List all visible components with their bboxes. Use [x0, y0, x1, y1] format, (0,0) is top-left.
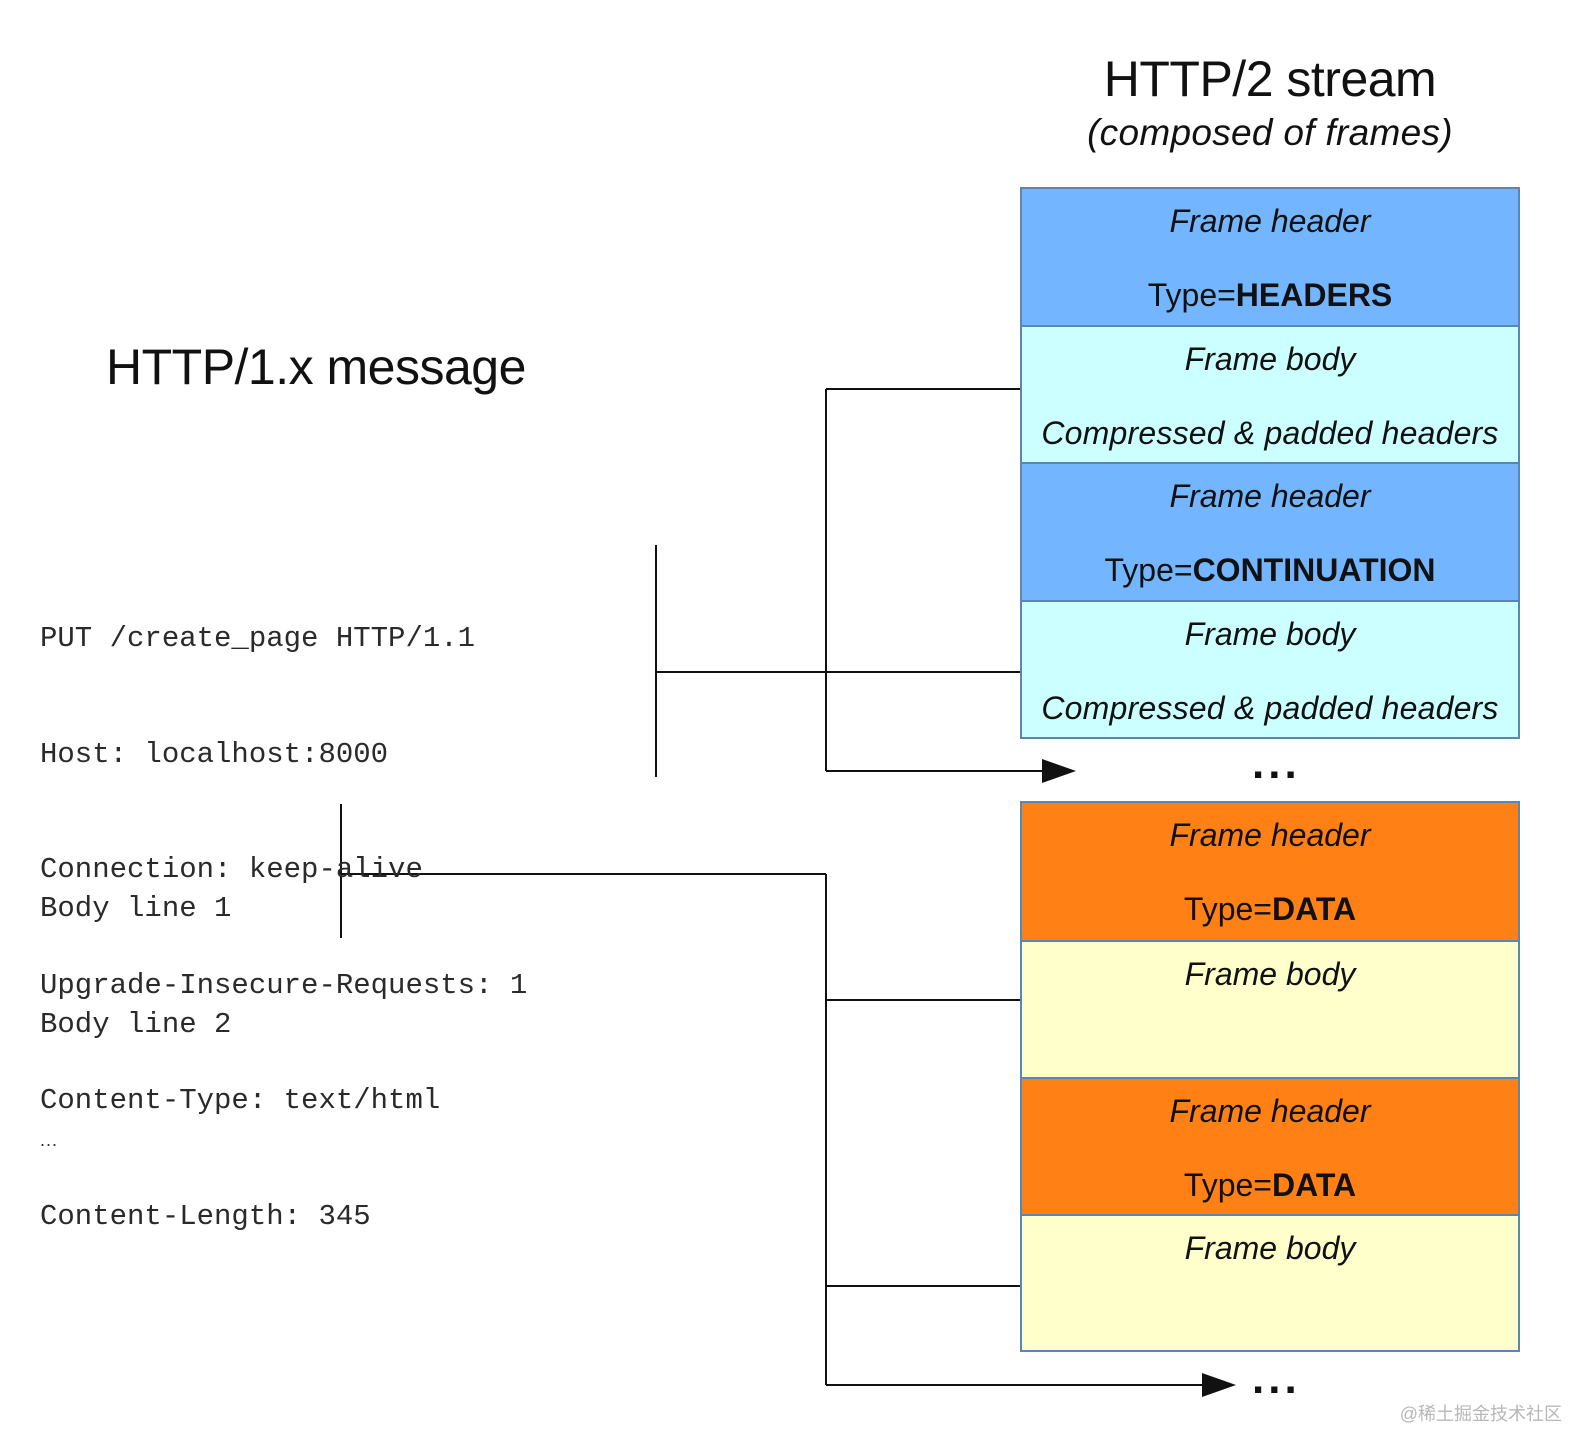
frame-type: Type=DATA	[1183, 891, 1357, 927]
body-line: Body line 1	[40, 892, 232, 925]
watermark: @稀土掘金技术社区	[1399, 1404, 1562, 1424]
header-line: Content-Length: 345	[40, 1199, 371, 1233]
more-data-frames-ellipsis: ...	[1252, 1354, 1301, 1403]
frame-label: Frame header	[1169, 817, 1371, 853]
frame-headers-header: Frame header Type=HEADERS	[1020, 187, 1520, 325]
header-line: Content-Type: text/html	[40, 1084, 441, 1117]
more-header-frames-ellipsis: ...	[1252, 739, 1301, 788]
http2-subtitle: (composed of frames)	[1087, 112, 1453, 153]
frame-data-header-2: Frame header Type=DATA	[1020, 1077, 1520, 1214]
frame-label: Frame header	[1169, 1093, 1371, 1129]
frame-body-content: Compressed & padded headers	[1041, 690, 1499, 726]
header-line: Host: localhost:8000	[40, 737, 389, 771]
header-line: PUT /create_page HTTP/1.1	[40, 622, 476, 655]
frame-body-content: Compressed & padded headers	[1041, 415, 1499, 451]
frame-type-value: CONTINUATION	[1192, 552, 1436, 588]
body-ellipsis: ...	[40, 1130, 59, 1150]
http2-title: HTTP/2 stream	[1103, 51, 1437, 107]
frame-headers-body: Frame body Compressed & padded headers	[1020, 325, 1520, 462]
frame-continuation-body: Frame body Compressed & padded headers	[1020, 600, 1520, 739]
header-line: Upgrade-Insecure-Requests: 1	[40, 968, 528, 1002]
frame-label: Frame body	[1184, 1230, 1356, 1266]
header-line: Connection: keep-alive	[40, 853, 423, 886]
frame-label: Frame body	[1184, 341, 1356, 377]
frame-type-value: DATA	[1271, 1167, 1357, 1203]
frame-data-body-2: Frame body	[1020, 1214, 1520, 1352]
frame-type-value: DATA	[1271, 891, 1357, 927]
frame-data-body-1: Frame body	[1020, 940, 1520, 1077]
http1-title: HTTP/1.x message	[106, 339, 526, 395]
arrowhead-headers-more	[1042, 759, 1076, 783]
frame-type: Type=DATA	[1183, 1167, 1357, 1203]
http1-headers-block: PUT /create_page HTTP/1.1 Host: localhos…	[40, 543, 527, 1313]
frame-label: Frame header	[1169, 478, 1371, 514]
frame-type: Type=HEADERS	[1147, 277, 1393, 313]
frame-data-header-1: Frame header Type=DATA	[1020, 801, 1520, 940]
body-line: Body line 2	[40, 1007, 232, 1041]
frame-label: Frame body	[1184, 956, 1356, 992]
arrowhead-data-more	[1202, 1373, 1236, 1397]
frame-continuation-header: Frame header Type=CONTINUATION	[1020, 462, 1520, 600]
frame-label: Frame header	[1169, 203, 1371, 239]
http1-body-block: Body line 1 Body line 2 ...	[40, 813, 231, 1237]
frame-label: Frame body	[1184, 616, 1356, 652]
frame-type: Type=CONTINUATION	[1104, 552, 1436, 588]
frame-type-value: HEADERS	[1235, 277, 1393, 313]
